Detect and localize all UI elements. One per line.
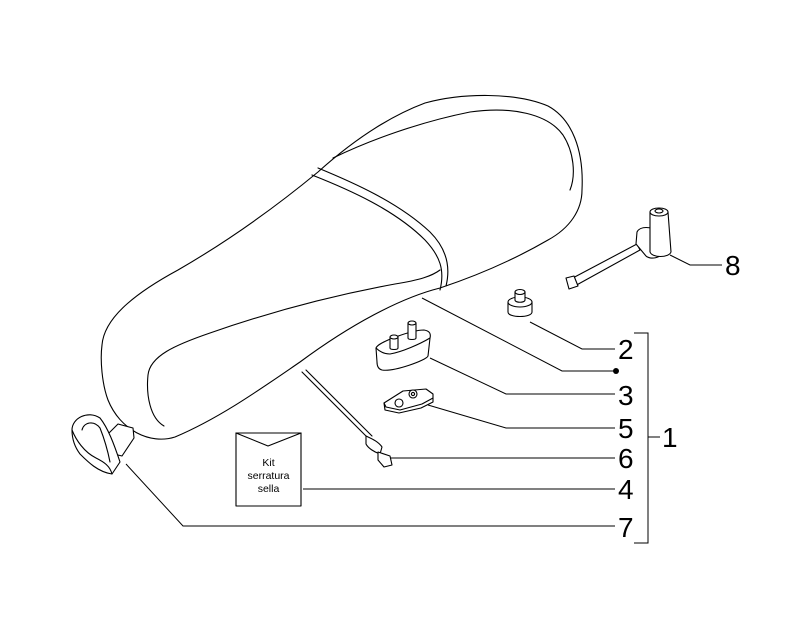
- seat-assembly: [100, 94, 583, 440]
- leader-lines: [125, 254, 722, 544]
- callout-2: 2: [618, 334, 634, 365]
- kit-label-line-2: serratura: [247, 470, 289, 482]
- rubber-buffer-part: [507, 288, 533, 318]
- lock-cover-part: [71, 414, 135, 475]
- kit-label-line-1: Kit: [262, 457, 274, 469]
- kit-label-line-3: sella: [258, 483, 280, 495]
- wrench-tool: [565, 207, 672, 290]
- callout-8: 8: [725, 250, 741, 281]
- lock-plate-part: [383, 388, 434, 414]
- callout-3: 3: [618, 380, 634, 411]
- buffer-bracket-part: [375, 320, 431, 371]
- callout-4: 4: [618, 474, 634, 505]
- callout-5: 5: [618, 413, 634, 444]
- callout-numbers: 8 2 3 5 1 6 4 7: [618, 250, 741, 543]
- callout-1: 1: [662, 422, 678, 453]
- seat-lock-cable-part: [301, 369, 393, 468]
- seat-lock-kit-bag: Kit serratura sella: [235, 432, 302, 507]
- callout-dot: [613, 368, 619, 374]
- callout-7: 7: [618, 512, 634, 543]
- callout-6: 6: [618, 443, 634, 474]
